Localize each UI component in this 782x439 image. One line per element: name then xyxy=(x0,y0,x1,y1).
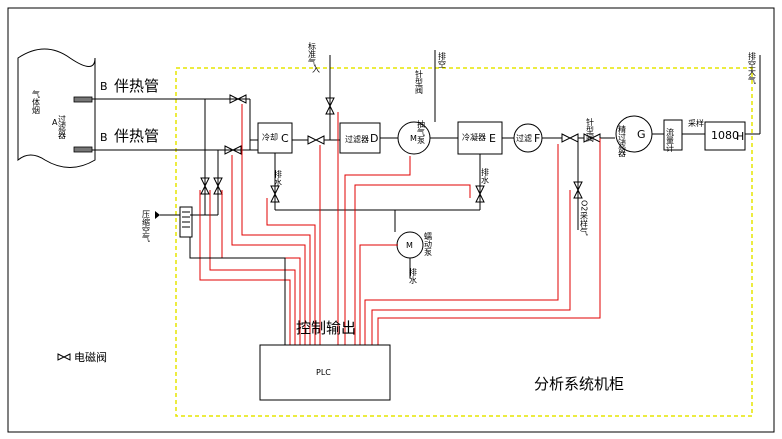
plc-box xyxy=(259,344,391,401)
drain-c-label: 排水 xyxy=(274,169,283,186)
outer-frame xyxy=(7,7,775,433)
needle-valve-right-label: 针型阀 xyxy=(586,117,595,143)
fine-filter-g-letter: G xyxy=(637,128,646,141)
probe-top xyxy=(73,96,93,103)
legend-label: 电磁阀 xyxy=(74,350,107,364)
o2-outlet-label: O2采样气 xyxy=(580,200,589,235)
drain-pump-label: 排水 xyxy=(409,267,418,284)
solenoid-valve-bottom xyxy=(224,145,242,155)
vent-top-label: 排空 xyxy=(438,51,447,68)
cooler-c-letter: C xyxy=(281,132,289,145)
flowmeter-label: 流量计 xyxy=(666,127,675,153)
solenoid-valve-top xyxy=(229,94,247,104)
fine-filter-g-label: 精过滤器 xyxy=(618,124,627,158)
solenoid-valve-cal xyxy=(325,97,335,115)
pressure-regulator xyxy=(179,206,193,238)
blowback-valve-2 xyxy=(213,177,223,195)
heat-trace-bottom: 伴热管 xyxy=(114,127,159,145)
solenoid-valve-c xyxy=(307,135,325,145)
cal-gas-label: 标准气 xyxy=(308,41,317,66)
sample-point-bottom: B xyxy=(100,131,108,144)
drain-valve-c xyxy=(270,185,280,203)
flue-gas-label: 气体烟 xyxy=(32,89,41,115)
pressure-wire xyxy=(189,237,286,345)
pressure-gas-label: 压缩空气 xyxy=(142,210,151,242)
analyzer-letter: H xyxy=(736,130,744,143)
peristaltic-pump-sym: M xyxy=(406,241,413,250)
filter-d-letter: D xyxy=(370,132,378,145)
cal-gas-suffix: 入 xyxy=(312,65,320,74)
filter-d-label: 过滤器 xyxy=(345,134,369,144)
filter-f-label: 过滤 xyxy=(516,133,532,143)
plc-label: PLC xyxy=(316,368,331,377)
condenser-e-label: 冷凝器 xyxy=(462,132,486,142)
flue-duct xyxy=(17,48,96,168)
pressure-gas-arrow xyxy=(155,211,160,219)
flowmeter xyxy=(663,119,683,151)
filter-f-letter: F xyxy=(534,132,540,145)
drain-e-label: 排水 xyxy=(481,167,490,184)
probe-filter-label: 过滤器 xyxy=(58,114,67,140)
probe-bottom xyxy=(73,146,93,153)
cooler-c-label: 冷却 xyxy=(262,132,278,142)
control-wires xyxy=(199,104,601,345)
solenoid-valve-f xyxy=(561,133,579,143)
sampling-label: 采样 xyxy=(688,118,704,128)
control-output-label: 控制输出 xyxy=(296,319,356,337)
pump-m-sym: M xyxy=(410,134,417,143)
analyzer-model: 1080 xyxy=(711,129,739,142)
peristaltic-pump-label: 蠕动泵 xyxy=(424,231,433,256)
needle-valve-top: 针型阀 xyxy=(415,69,424,95)
condenser-e-letter: E xyxy=(489,132,496,145)
solenoid-valve-o2 xyxy=(573,181,583,199)
drain-valve-e xyxy=(475,185,485,203)
cabinet-label: 分析系统机柜 xyxy=(534,375,624,393)
legend-valve-icon xyxy=(57,353,71,361)
pump-label: 抽气泵 xyxy=(417,119,426,144)
blowback-valve-1 xyxy=(200,177,210,195)
analyzer-h xyxy=(704,121,746,151)
cabinet-border xyxy=(175,67,753,417)
probe-filter-letter: A xyxy=(52,118,58,127)
vent-right-label: 排空大气 xyxy=(748,51,757,84)
heat-trace-top: 伴热管 xyxy=(114,77,159,95)
sample-point-top: B xyxy=(100,80,108,93)
